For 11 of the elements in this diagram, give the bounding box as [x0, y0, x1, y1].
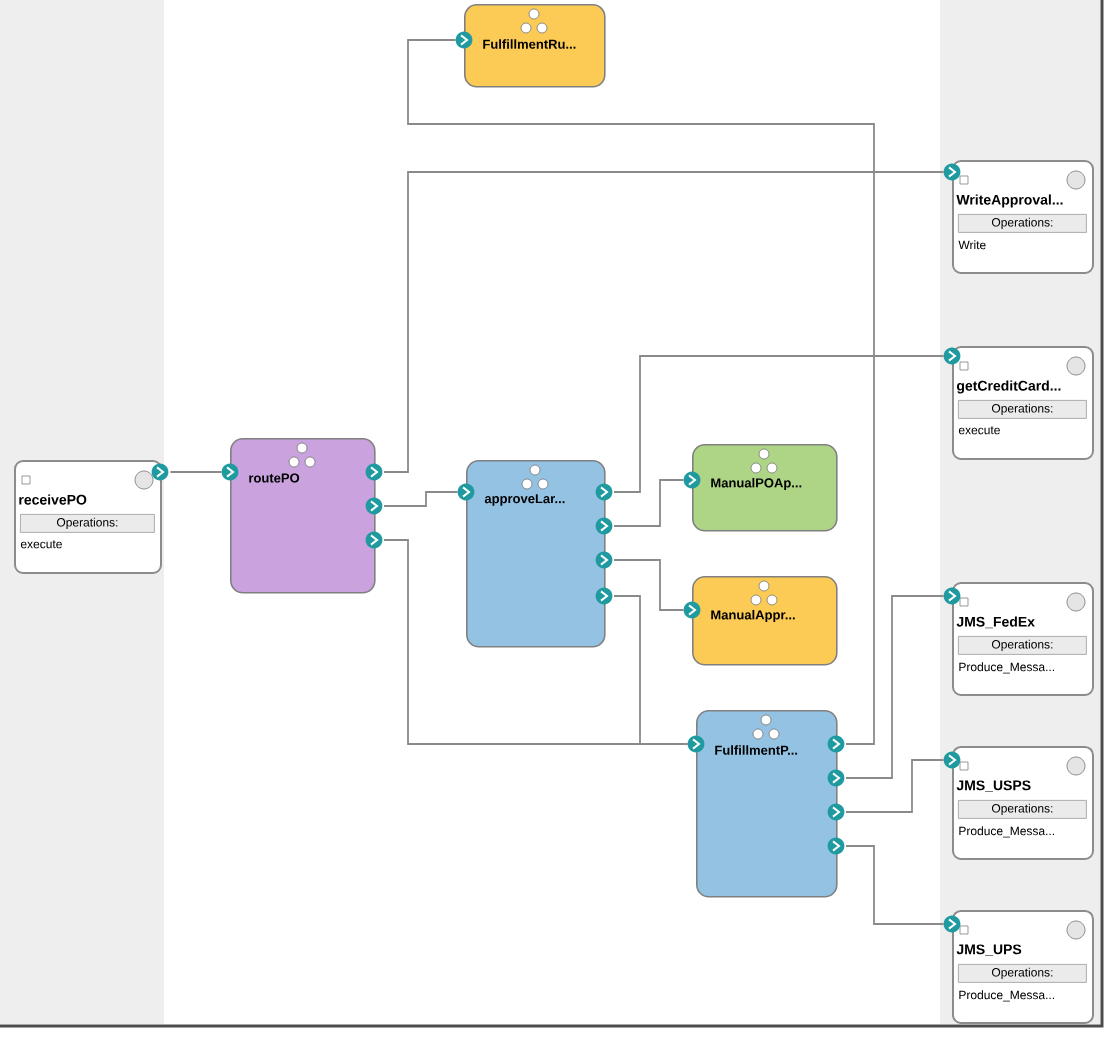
connector-line — [407, 39, 875, 745]
connector-line — [169, 471, 223, 473]
connector-line — [613, 559, 685, 611]
connector-line — [613, 595, 689, 745]
connector-line — [845, 595, 945, 779]
connector-line — [383, 171, 945, 473]
connector-line — [845, 759, 945, 813]
connector-line — [613, 479, 685, 527]
connector-line — [383, 491, 459, 507]
connector-line — [613, 355, 945, 493]
connector-line — [845, 845, 945, 925]
